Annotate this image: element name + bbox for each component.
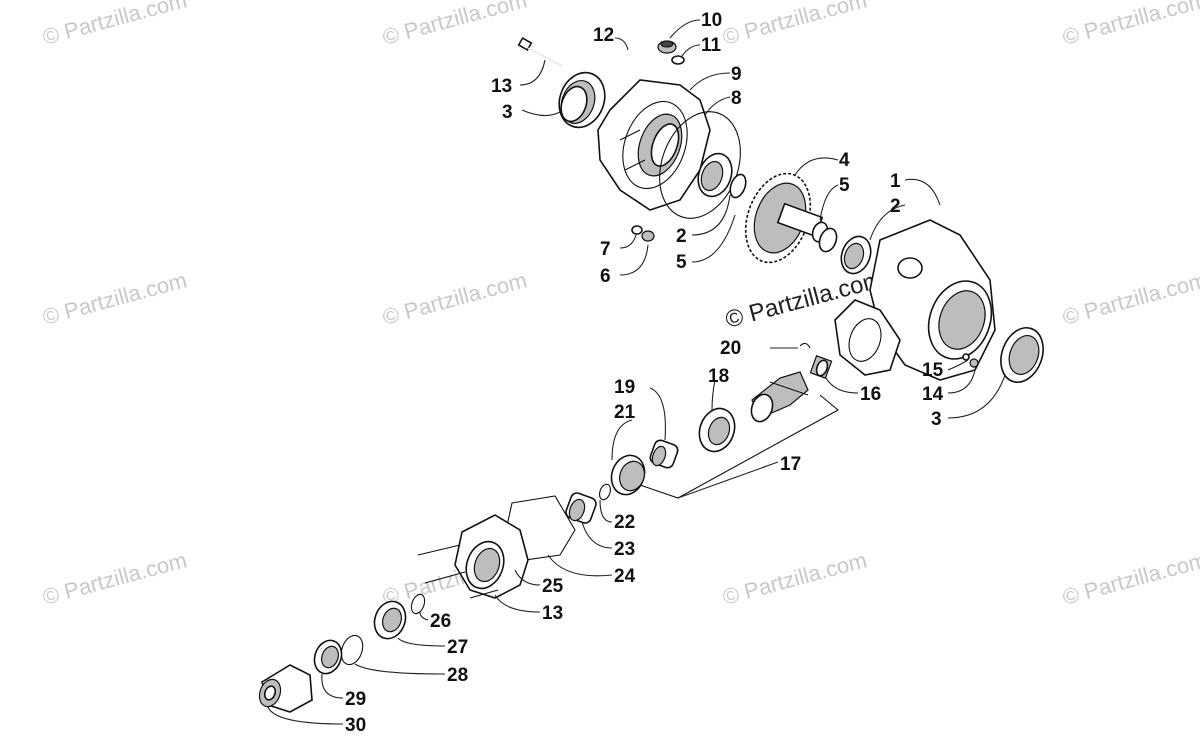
watermark: © Partzilla.com <box>1060 0 1200 50</box>
bearing-2-right <box>840 235 872 275</box>
parts-layer <box>258 36 1044 713</box>
ring-26 <box>410 593 426 615</box>
clip-20 <box>799 342 811 349</box>
bolt-13-top <box>517 36 563 67</box>
callout-7[interactable]: 7 <box>600 239 611 260</box>
callout-26[interactable]: 26 <box>430 611 451 632</box>
callout-8[interactable]: 8 <box>731 88 742 109</box>
bearing-23 <box>565 492 597 524</box>
callout-18[interactable]: 18 <box>708 366 729 387</box>
callout-16[interactable]: 16 <box>860 384 881 405</box>
watermark: © Partzilla.com <box>40 267 190 330</box>
ring-22 <box>599 483 611 501</box>
race-21 <box>610 454 646 496</box>
ring-28 <box>340 634 364 666</box>
callout-24[interactable]: 24 <box>614 566 636 587</box>
callout-11[interactable]: 11 <box>701 35 722 56</box>
callout-13-top[interactable]: 13 <box>491 76 512 97</box>
callout-5-right[interactable]: 5 <box>839 175 850 196</box>
coupler-30 <box>258 664 313 713</box>
drain-bolt-6-7 <box>631 225 655 242</box>
seal-29 <box>313 639 343 675</box>
housing-cover-25 <box>454 514 529 599</box>
callout-21[interactable]: 21 <box>614 402 636 423</box>
seal-3-right <box>1000 327 1044 383</box>
callout-3-right[interactable]: 3 <box>931 409 942 430</box>
callouts-layer: 12 10 11 13 3 9 8 4 5 1 2 2 5 7 6 20 19 … <box>345 10 944 736</box>
shim-2-left <box>729 173 747 199</box>
callout-19[interactable]: 19 <box>614 377 635 398</box>
plug-10 <box>657 40 677 54</box>
seal-3-top <box>558 71 606 129</box>
callout-30[interactable]: 30 <box>345 715 366 736</box>
watermark: © Partzilla.com <box>380 267 530 330</box>
bearing-cover <box>697 152 733 198</box>
callout-1[interactable]: 1 <box>890 171 901 192</box>
callout-2-left[interactable]: 2 <box>676 226 687 247</box>
housing-1 <box>834 219 996 381</box>
watermark: © Partzilla.com <box>1060 547 1200 610</box>
bracket-17 <box>639 394 839 499</box>
watermark: © Partzilla.com <box>40 547 190 610</box>
callout-17[interactable]: 17 <box>780 454 801 475</box>
callout-10[interactable]: 10 <box>701 10 722 31</box>
bolt-14-15 <box>962 353 979 368</box>
shim-5-right <box>818 227 838 253</box>
callout-6[interactable]: 6 <box>600 266 611 287</box>
callout-9[interactable]: 9 <box>731 64 742 85</box>
bolts-25 <box>417 544 499 599</box>
callout-12[interactable]: 12 <box>593 25 614 46</box>
callout-29[interactable]: 29 <box>345 689 366 710</box>
watermark: © Partzilla.com <box>380 0 530 50</box>
pinion-shaft-17 <box>750 371 809 423</box>
callout-4[interactable]: 4 <box>839 150 850 171</box>
callout-27[interactable]: 27 <box>447 637 468 658</box>
callout-20[interactable]: 20 <box>720 338 741 359</box>
callout-25[interactable]: 25 <box>542 576 564 597</box>
callout-2-right[interactable]: 2 <box>890 196 901 217</box>
ring-gear-4 <box>744 172 829 264</box>
watermark: © Partzilla.com <box>720 0 870 50</box>
callout-22[interactable]: 22 <box>614 512 635 533</box>
callout-23[interactable]: 23 <box>614 539 635 560</box>
callout-15[interactable]: 15 <box>922 360 944 381</box>
bearing-27 <box>373 600 407 640</box>
bearing-16 <box>809 355 833 379</box>
watermark: © Partzilla.com <box>40 0 190 50</box>
collar-19 <box>649 439 679 469</box>
callout-3-top[interactable]: 3 <box>502 102 513 123</box>
leaders-layer <box>267 19 1006 725</box>
oring-11 <box>671 55 685 65</box>
callout-5-left[interactable]: 5 <box>676 252 687 273</box>
bearing-18 <box>698 407 736 453</box>
callout-13-bottom[interactable]: 13 <box>542 603 563 624</box>
callout-14[interactable]: 14 <box>922 384 944 405</box>
watermark: © Partzilla.com <box>720 547 870 610</box>
watermark: © Partzilla.com <box>1060 267 1200 330</box>
cover-9 <box>597 79 711 211</box>
callout-28[interactable]: 28 <box>447 665 468 686</box>
